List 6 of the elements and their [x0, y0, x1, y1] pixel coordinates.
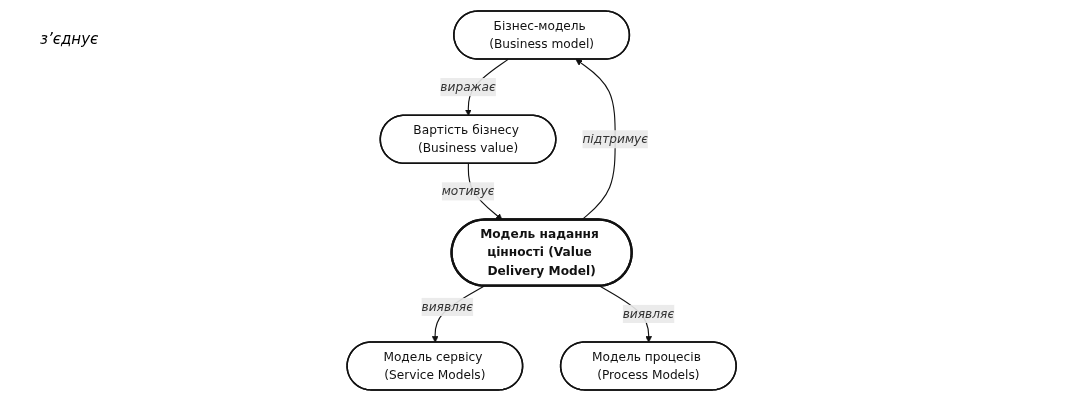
- edge-label: мотивує: [442, 183, 495, 199]
- edge-label: виявляє: [421, 299, 474, 314]
- edge-label: виражає: [440, 79, 497, 94]
- label-text: з’єднує: [40, 30, 99, 48]
- edge-label: виявляє: [623, 306, 675, 321]
- edge-label: підтримує: [582, 131, 649, 147]
